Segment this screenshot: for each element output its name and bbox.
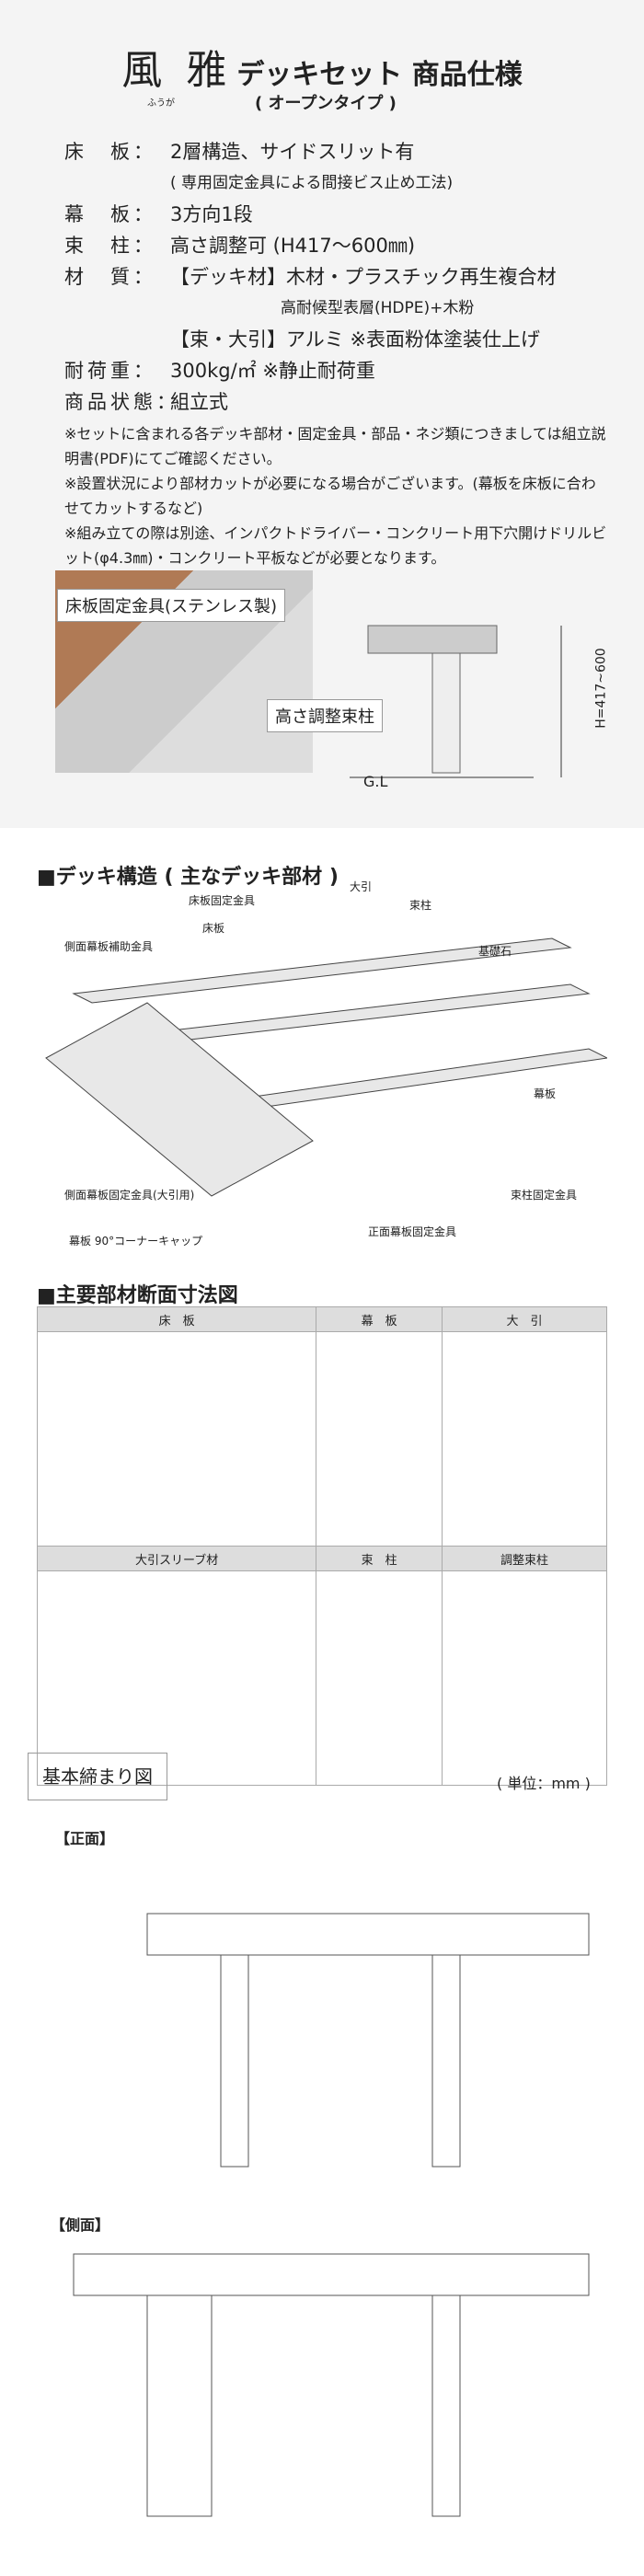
spec-list: 床 板：2層構造、サイドスリット有 ( 専用固定金具による間接ビス止め工法) 幕… bbox=[64, 141, 557, 413]
dims-title: ■主要部材断面寸法図 bbox=[37, 1284, 238, 1307]
detail-drawings bbox=[73, 1913, 590, 2517]
page-title: 風 雅 デッキセット 商品仕様 ふうが ( オープンタイプ ) bbox=[121, 47, 523, 113]
section-drawing bbox=[350, 625, 562, 778]
unit-label: ( 単位：mm ) bbox=[497, 1775, 591, 1792]
section-title: 基本締まり図 bbox=[28, 1753, 167, 1800]
callout-label: 高さ調整束柱 bbox=[267, 699, 383, 732]
notes: ※セットに含まれる各デッキ部材・固定金具・部品・ネジ類につきましては組立説明書(… bbox=[64, 425, 607, 567]
structure-title: ■デッキ構造 ( 主なデッキ部材 ) bbox=[37, 866, 339, 889]
structure-diagram bbox=[45, 937, 607, 1197]
spec-section: 風 雅 デッキセット 商品仕様 ふうが ( オープンタイプ ) 床 板：2層構造… bbox=[0, 0, 644, 828]
photo-label: 床板固定金具(ステンレス製) bbox=[57, 589, 286, 622]
dims-table: 床 板幕 板大 引 大引スリーブ材束 柱調整束柱 bbox=[36, 1306, 607, 1786]
